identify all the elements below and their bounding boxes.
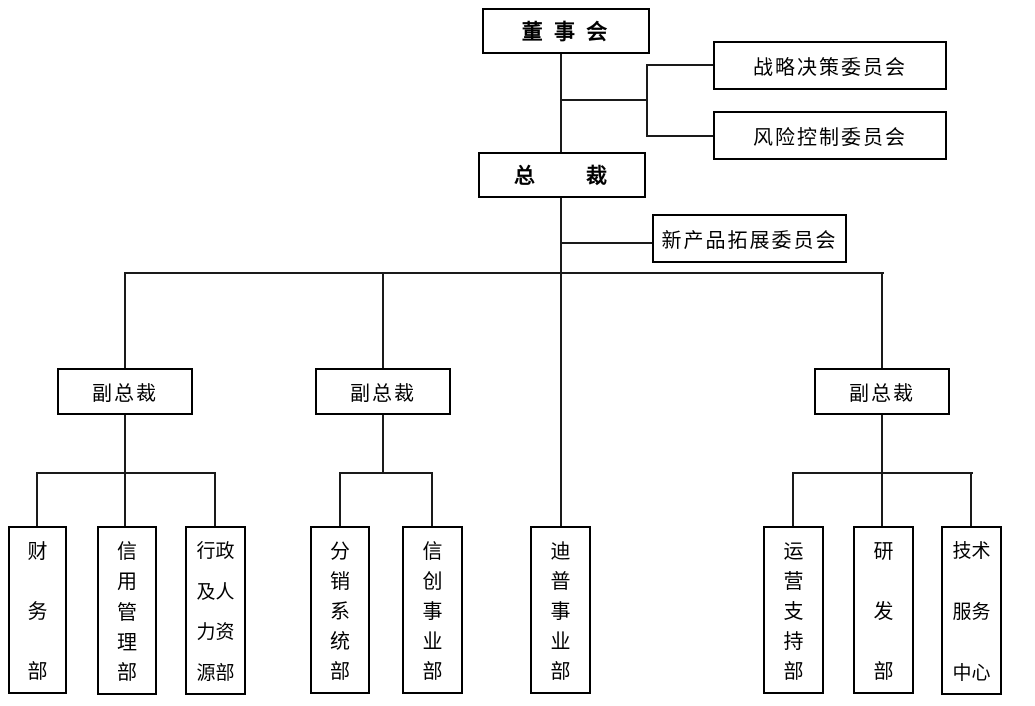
connector-drop-vp-right xyxy=(881,272,883,368)
node-vp-left: 副总裁 xyxy=(57,368,193,415)
dept-label-line: 发 xyxy=(873,601,894,623)
dept-label-line: 部 xyxy=(27,661,48,683)
connector-committee-bracket xyxy=(646,64,648,137)
node-dept-admin-hr-label: 行政及人力资源部 xyxy=(187,528,244,693)
connector-president-to-dipu xyxy=(560,198,562,526)
dept-label-line: 系 xyxy=(330,601,350,623)
connector-board-to-president xyxy=(560,54,562,152)
node-vp-right: 副总裁 xyxy=(814,368,950,415)
dept-label-line: 信 xyxy=(422,541,443,563)
node-risk-committee-label: 风险控制委员会 xyxy=(753,127,907,149)
connector-vp-right-bracket xyxy=(792,472,973,474)
dept-label-line: 力资 xyxy=(196,622,235,644)
node-tech-service-center-label: 技术服务中心 xyxy=(943,528,1000,693)
node-dept-rd: 研发部 xyxy=(853,526,914,694)
connector-vp-right-stem xyxy=(881,415,883,526)
connector-drop-vp-middle xyxy=(382,272,384,368)
dept-label-line: 业 xyxy=(550,631,571,653)
connector-drop-ops-support xyxy=(792,472,794,526)
node-vp-right-label: 副总裁 xyxy=(849,383,915,405)
dept-label-line: 技术 xyxy=(952,541,991,562)
node-dept-distribution-label: 分销系统部 xyxy=(312,528,368,692)
node-strategy-committee: 战略决策委员会 xyxy=(713,41,947,90)
dept-label-line: 部 xyxy=(117,662,137,684)
dept-label-line: 部 xyxy=(783,661,804,683)
connector-vp-middle-bracket xyxy=(339,472,433,474)
node-dept-xinchuang: 信创事业部 xyxy=(402,526,463,694)
node-dept-finance-label: 财务部 xyxy=(10,528,65,692)
dept-label-line: 事 xyxy=(422,601,443,623)
node-dept-dipu-label: 迪普事业部 xyxy=(532,528,589,692)
connector-vp-middle-stem xyxy=(382,415,384,473)
dept-label-line: 信 xyxy=(117,541,137,563)
node-vp-left-label: 副总裁 xyxy=(92,383,158,405)
node-board-label: 董 事 会 xyxy=(521,20,611,44)
dept-label-line: 营 xyxy=(783,571,804,593)
connector-to-new-product-committee xyxy=(560,242,652,244)
node-dept-rd-label: 研发部 xyxy=(855,528,912,692)
dept-label-line: 事 xyxy=(550,601,571,623)
dept-label-line: 及人 xyxy=(196,581,235,603)
dept-label-line: 普 xyxy=(550,571,571,593)
dept-label-line: 支 xyxy=(783,601,804,623)
connector-vp-left-stem xyxy=(124,415,126,526)
connector-drop-vp-left xyxy=(124,272,126,368)
connector-vp-left-bracket xyxy=(37,472,216,474)
node-dept-distribution: 分销系统部 xyxy=(310,526,370,694)
dept-label-line: 服务 xyxy=(952,602,991,623)
connector-committee-stub xyxy=(560,99,648,101)
connector-to-strategy-committee xyxy=(646,64,713,66)
connector-drop-admin-hr xyxy=(214,472,216,526)
node-dept-credit: 信用管理部 xyxy=(97,526,157,695)
dept-label-line: 持 xyxy=(783,631,804,653)
connector-drop-xinchuang xyxy=(431,472,433,526)
dept-label-line: 中心 xyxy=(952,663,991,684)
dept-label-line: 用 xyxy=(117,571,137,594)
node-board: 董 事 会 xyxy=(482,8,650,54)
dept-label-line: 财 xyxy=(27,541,48,563)
node-dept-ops-support: 运营支持部 xyxy=(763,526,824,694)
node-dept-dipu: 迪普事业部 xyxy=(530,526,591,694)
dept-label-line: 源部 xyxy=(196,662,235,684)
dept-label-line: 管 xyxy=(117,601,137,624)
node-dept-admin-hr: 行政及人力资源部 xyxy=(185,526,246,695)
node-vp-middle-label: 副总裁 xyxy=(350,383,416,405)
node-dept-ops-support-label: 运营支持部 xyxy=(765,528,822,692)
dept-label-line: 理 xyxy=(117,631,137,654)
connector-drop-finance xyxy=(36,472,38,526)
connector-drop-distribution xyxy=(339,472,341,526)
dept-label-line: 销 xyxy=(330,571,350,593)
dept-label-line: 部 xyxy=(873,661,894,683)
dept-label-line: 统 xyxy=(330,631,350,653)
node-dept-xinchuang-label: 信创事业部 xyxy=(404,528,461,692)
node-risk-committee: 风险控制委员会 xyxy=(713,111,947,160)
connector-drop-tech-service xyxy=(970,472,972,526)
node-vp-middle: 副总裁 xyxy=(315,368,451,415)
dept-label-line: 务 xyxy=(27,601,48,623)
node-dept-credit-label: 信用管理部 xyxy=(99,528,155,693)
dept-label-line: 创 xyxy=(422,571,443,593)
node-new-product-committee: 新产品拓展委员会 xyxy=(652,214,847,263)
dept-label-line: 行政 xyxy=(196,541,235,562)
dept-label-line: 运 xyxy=(783,541,804,563)
node-new-product-committee-label: 新产品拓展委员会 xyxy=(661,230,838,252)
dept-label-line: 部 xyxy=(550,661,571,683)
dept-label-line: 部 xyxy=(422,661,443,683)
dept-label-line: 部 xyxy=(330,661,350,683)
dept-label-line: 研 xyxy=(873,541,894,563)
connector-to-risk-committee xyxy=(646,135,713,137)
connector-vp-distribution-line xyxy=(124,272,884,274)
dept-label-line: 业 xyxy=(422,631,443,653)
dept-label-line: 分 xyxy=(330,541,350,563)
node-president-label: 总 裁 xyxy=(514,164,610,188)
node-tech-service-center: 技术服务中心 xyxy=(941,526,1002,695)
node-president: 总 裁 xyxy=(478,152,646,198)
node-strategy-committee-label: 战略决策委员会 xyxy=(753,57,907,79)
node-dept-finance: 财务部 xyxy=(8,526,67,694)
dept-label-line: 迪 xyxy=(550,541,571,563)
